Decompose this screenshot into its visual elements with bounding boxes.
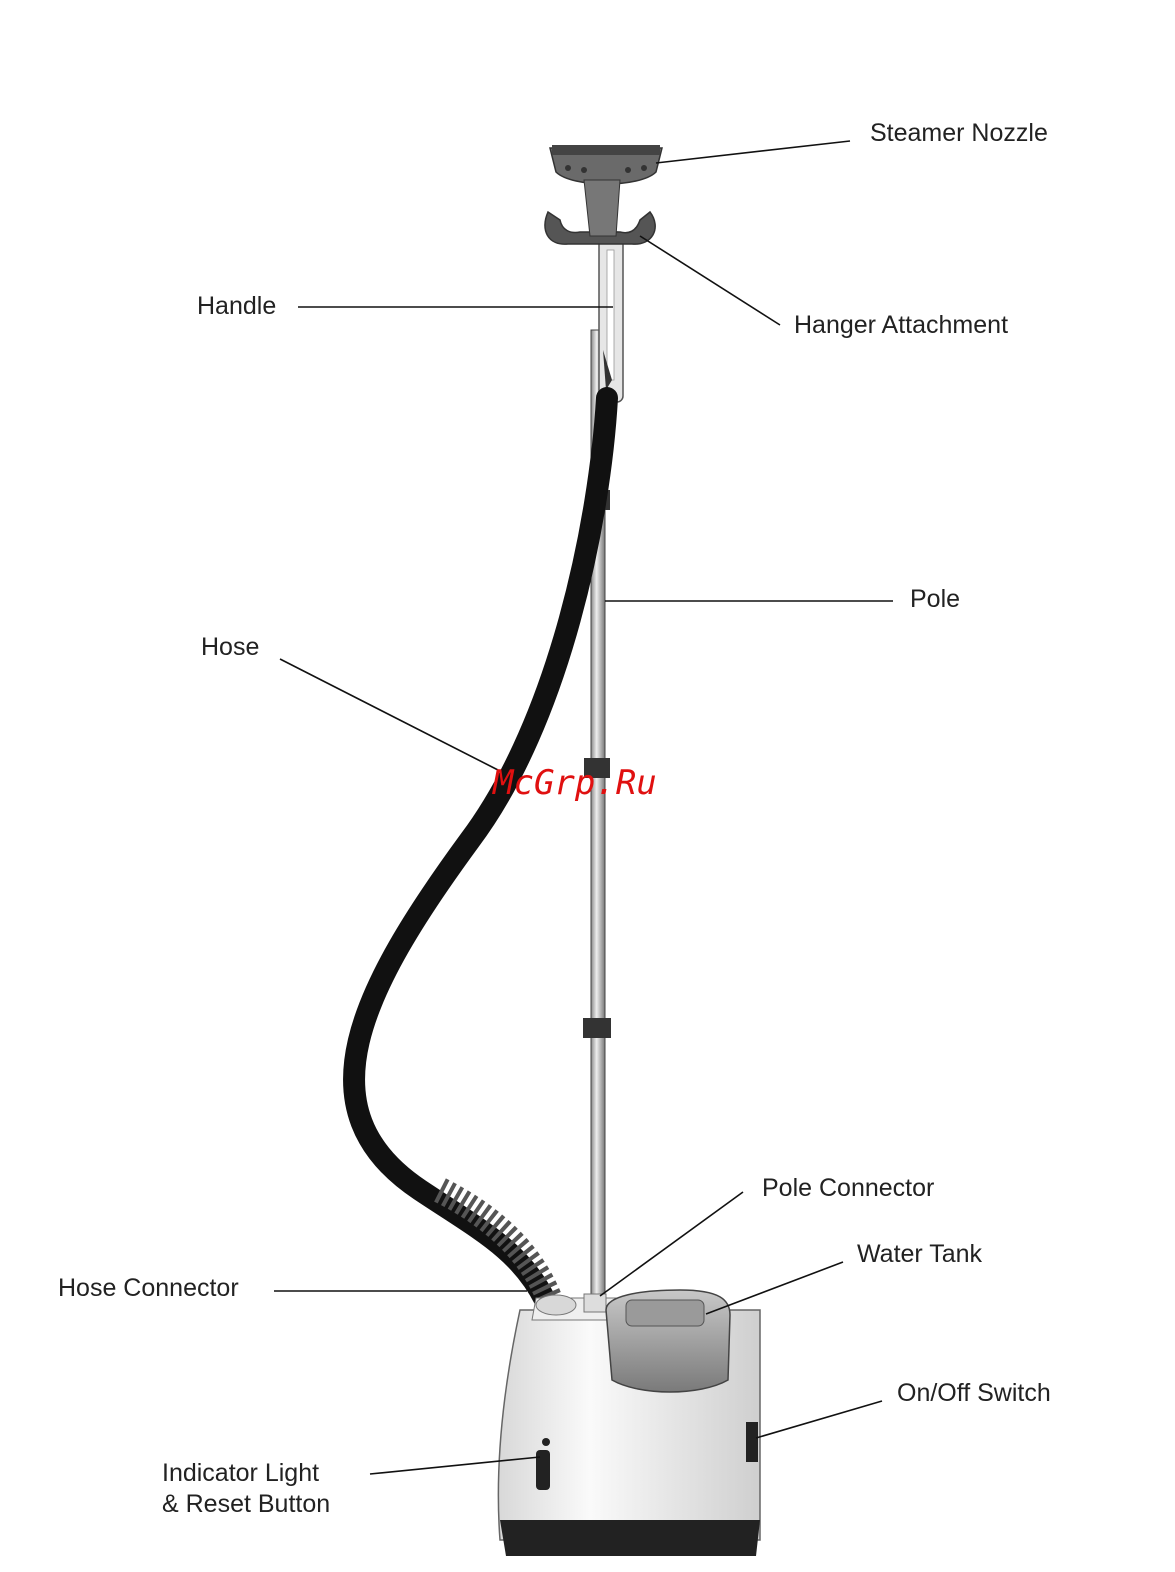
label-hose: Hose bbox=[201, 632, 259, 662]
leader-on-off-switch bbox=[756, 1401, 882, 1438]
leader-pole-connector bbox=[600, 1192, 743, 1296]
label-pole-connector: Pole Connector bbox=[762, 1173, 934, 1203]
hose bbox=[354, 398, 607, 1300]
handle bbox=[599, 232, 623, 402]
label-water-tank: Water Tank bbox=[857, 1239, 982, 1269]
label-handle: Handle bbox=[197, 291, 276, 321]
leader-hanger-attachment bbox=[640, 236, 780, 325]
label-hanger-attachment: Hanger Attachment bbox=[794, 310, 1008, 340]
leader-hose bbox=[280, 659, 498, 770]
hose-connector-part bbox=[536, 1295, 576, 1315]
water-tank bbox=[606, 1290, 730, 1392]
watermark-text: McGrp.Ru bbox=[493, 763, 657, 803]
indicator-light-part bbox=[542, 1438, 550, 1446]
leader-lines bbox=[274, 141, 893, 1474]
label-steamer-nozzle: Steamer Nozzle bbox=[870, 118, 1048, 148]
label-indicator-line2: & Reset Button bbox=[162, 1489, 330, 1520]
label-indicator-light-reset-button: Indicator Light & Reset Button bbox=[162, 1458, 330, 1520]
reset-button-part bbox=[536, 1450, 550, 1490]
leader-steamer-nozzle bbox=[656, 141, 850, 163]
pole-clamp-3 bbox=[583, 1018, 611, 1038]
switch-part bbox=[746, 1422, 758, 1462]
label-indicator-line1: Indicator Light bbox=[162, 1458, 330, 1489]
pole-connector-part bbox=[584, 1294, 606, 1312]
label-hose-connector: Hose Connector bbox=[58, 1273, 239, 1303]
label-on-off-switch: On/Off Switch bbox=[897, 1378, 1051, 1408]
leader-water-tank bbox=[706, 1262, 843, 1314]
label-pole: Pole bbox=[910, 584, 960, 614]
